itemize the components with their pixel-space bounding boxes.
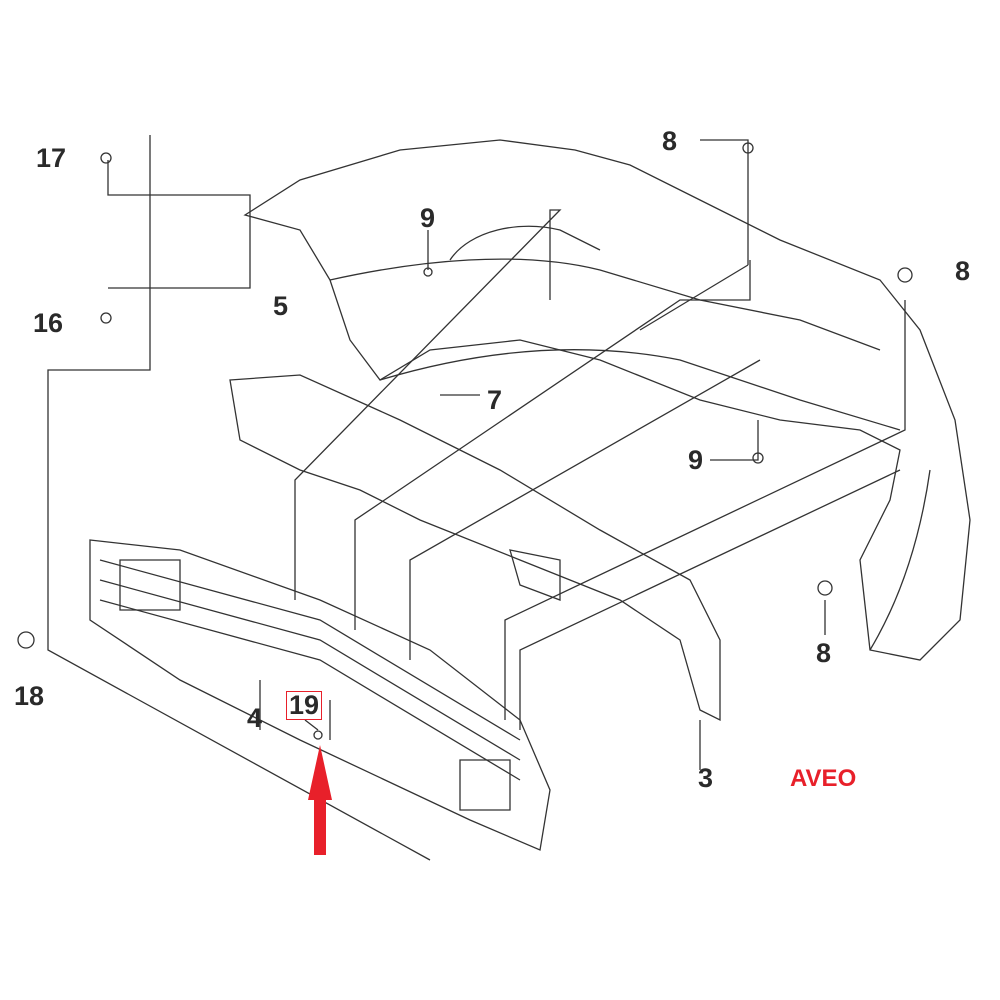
callout-18: 18 [14,681,45,711]
bumper-cover [243,139,971,661]
model-label: AVEO [790,765,857,792]
callout-8: 8 [662,126,678,156]
callout-8: 8 [955,256,971,286]
callout-9: 9 [420,203,436,233]
callout-4: 4 [247,703,263,733]
red-arrow [308,745,332,855]
callout-19-highlighted: 19 [285,690,323,720]
leader-17 [107,160,251,260]
bracket-3 [229,374,721,722]
callout-7: 7 [487,385,503,415]
leader-16 [108,260,251,289]
callout-5: 5 [273,291,289,321]
callout-8: 8 [816,638,832,668]
callout-9: 9 [688,445,704,475]
leader-frame [47,135,431,861]
grille-4 [89,539,551,851]
callout-16: 16 [33,308,64,338]
callout-3: 3 [698,763,714,793]
callout-17: 17 [36,143,67,173]
